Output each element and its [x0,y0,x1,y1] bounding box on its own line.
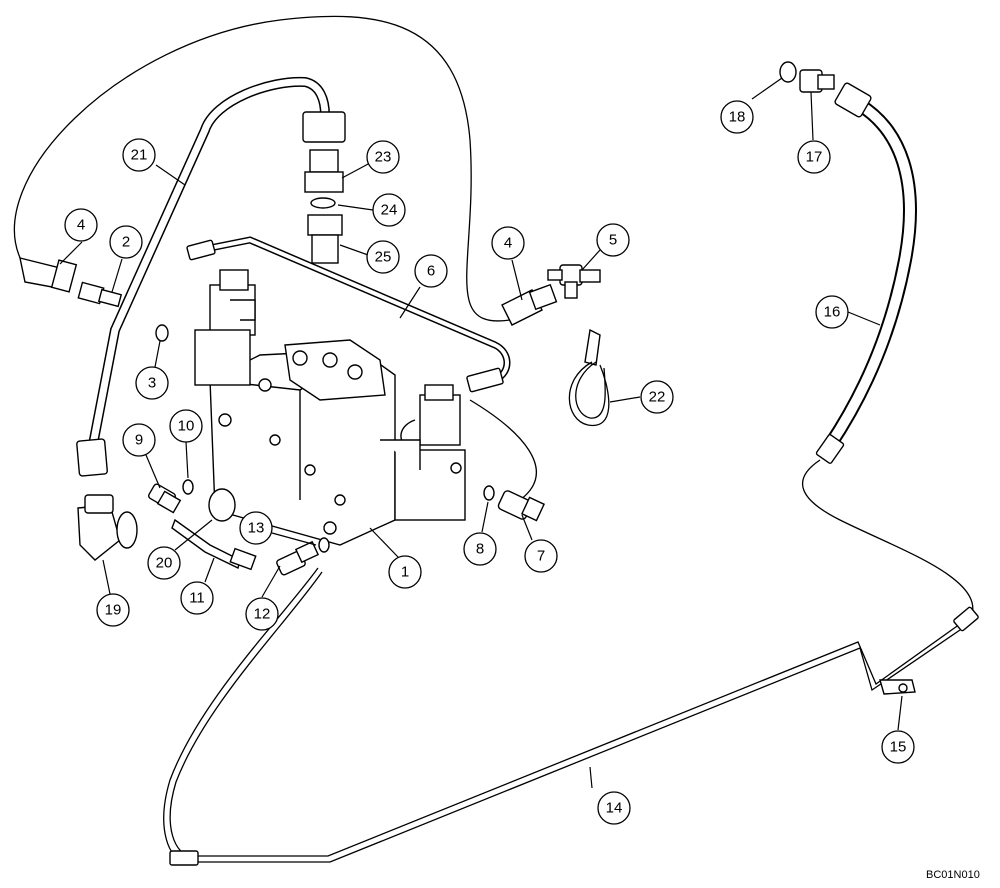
callout-20: 20 [147,546,181,580]
callout-label: 8 [476,541,484,558]
tube-line-14-inner [169,571,961,857]
callout-label: 11 [189,590,205,607]
fitting-12 [276,540,320,576]
callout-1: 1 [388,555,422,589]
tube-14-right-nut [953,606,979,632]
callout-8: 8 [463,532,497,566]
fitting-stack-23-24-25 [302,111,346,264]
hose-16-lower-nut [815,434,845,464]
hose-line-7 [469,399,537,501]
callout-label: 24 [381,202,398,219]
callout-label: 17 [806,149,823,166]
tube-line-14 [163,567,961,863]
callout-label: 21 [131,147,148,164]
callout-5: 5 [596,223,630,257]
o-ring-18 [779,61,797,83]
callout-12: 12 [245,597,279,631]
tube-21-inner [88,78,329,451]
o-ring-13 [318,537,330,553]
fitting-2 [77,281,123,308]
leader-lines [59,77,903,789]
callout-label: 4 [504,235,512,252]
callout-9: 9 [122,423,156,457]
tube-14-left-nut [169,850,199,866]
hose-16-lower [802,459,974,621]
callout-2: 2 [109,225,143,259]
valve-body [194,269,466,546]
callout-4-middle: 4 [491,226,525,260]
hose-16-inner [825,100,915,448]
fitting-4-left [19,257,78,293]
callout-label: 19 [105,602,122,619]
fitting-9 [148,483,182,514]
callout-15: 15 [881,730,915,764]
callout-25: 25 [366,240,400,274]
tee-5 [547,264,601,299]
tube-11 [171,518,257,571]
callout-label: 4 [77,217,85,234]
callout-19: 19 [96,593,130,627]
callout-18: 18 [720,100,754,134]
callout-22: 22 [640,380,674,414]
callout-label: 6 [427,263,435,280]
callout-label: 22 [649,389,666,406]
callout-label: 23 [375,149,392,166]
fitting-4-middle [501,283,558,326]
o-ring-3 [155,324,169,342]
callout-label: 3 [148,375,156,392]
callout-label: 15 [890,739,907,756]
hose-upper-loop [13,15,511,322]
callout-label: 12 [254,606,271,623]
callout-label: 18 [729,109,746,126]
callout-10: 10 [169,409,203,443]
callout-3: 3 [135,366,169,400]
callout-16: 16 [815,295,849,329]
clamp-22 [568,328,610,426]
o-ring-20 [208,488,236,522]
hose-16-top-nut [834,82,872,118]
callout-label: 9 [135,432,143,449]
tube-6-nut-right [466,367,504,393]
callout-14: 14 [597,791,631,825]
tube-6-nut-left [186,239,216,261]
callout-label: 7 [537,548,545,565]
fitting-7 [497,490,545,522]
callout-7: 7 [524,539,558,573]
clip-15 [879,679,916,695]
tube-21-nut [76,438,108,477]
drawing-code: BC01N010 [926,869,980,881]
callout-label: 5 [609,232,617,249]
callout-label: 16 [824,304,841,321]
callout-24: 24 [372,193,406,227]
callout-13: 13 [239,511,273,545]
callout-23: 23 [366,140,400,174]
o-ring-8 [483,485,495,501]
callout-17: 17 [797,140,831,174]
callout-21: 21 [122,138,156,172]
callout-label: 20 [156,555,173,572]
fitting-17 [799,69,835,93]
callout-label: 1 [401,564,409,581]
o-ring-10 [182,479,194,495]
callout-11: 11 [180,581,214,615]
callout-label: 2 [122,234,130,251]
callout-label: 25 [375,249,392,266]
callout-6: 6 [414,254,448,288]
callout-label: 14 [606,800,623,817]
callout-4-left: 4 [64,208,98,242]
callout-label: 10 [178,418,195,435]
callout-label: 13 [248,520,265,537]
elbow-19 [77,494,138,561]
